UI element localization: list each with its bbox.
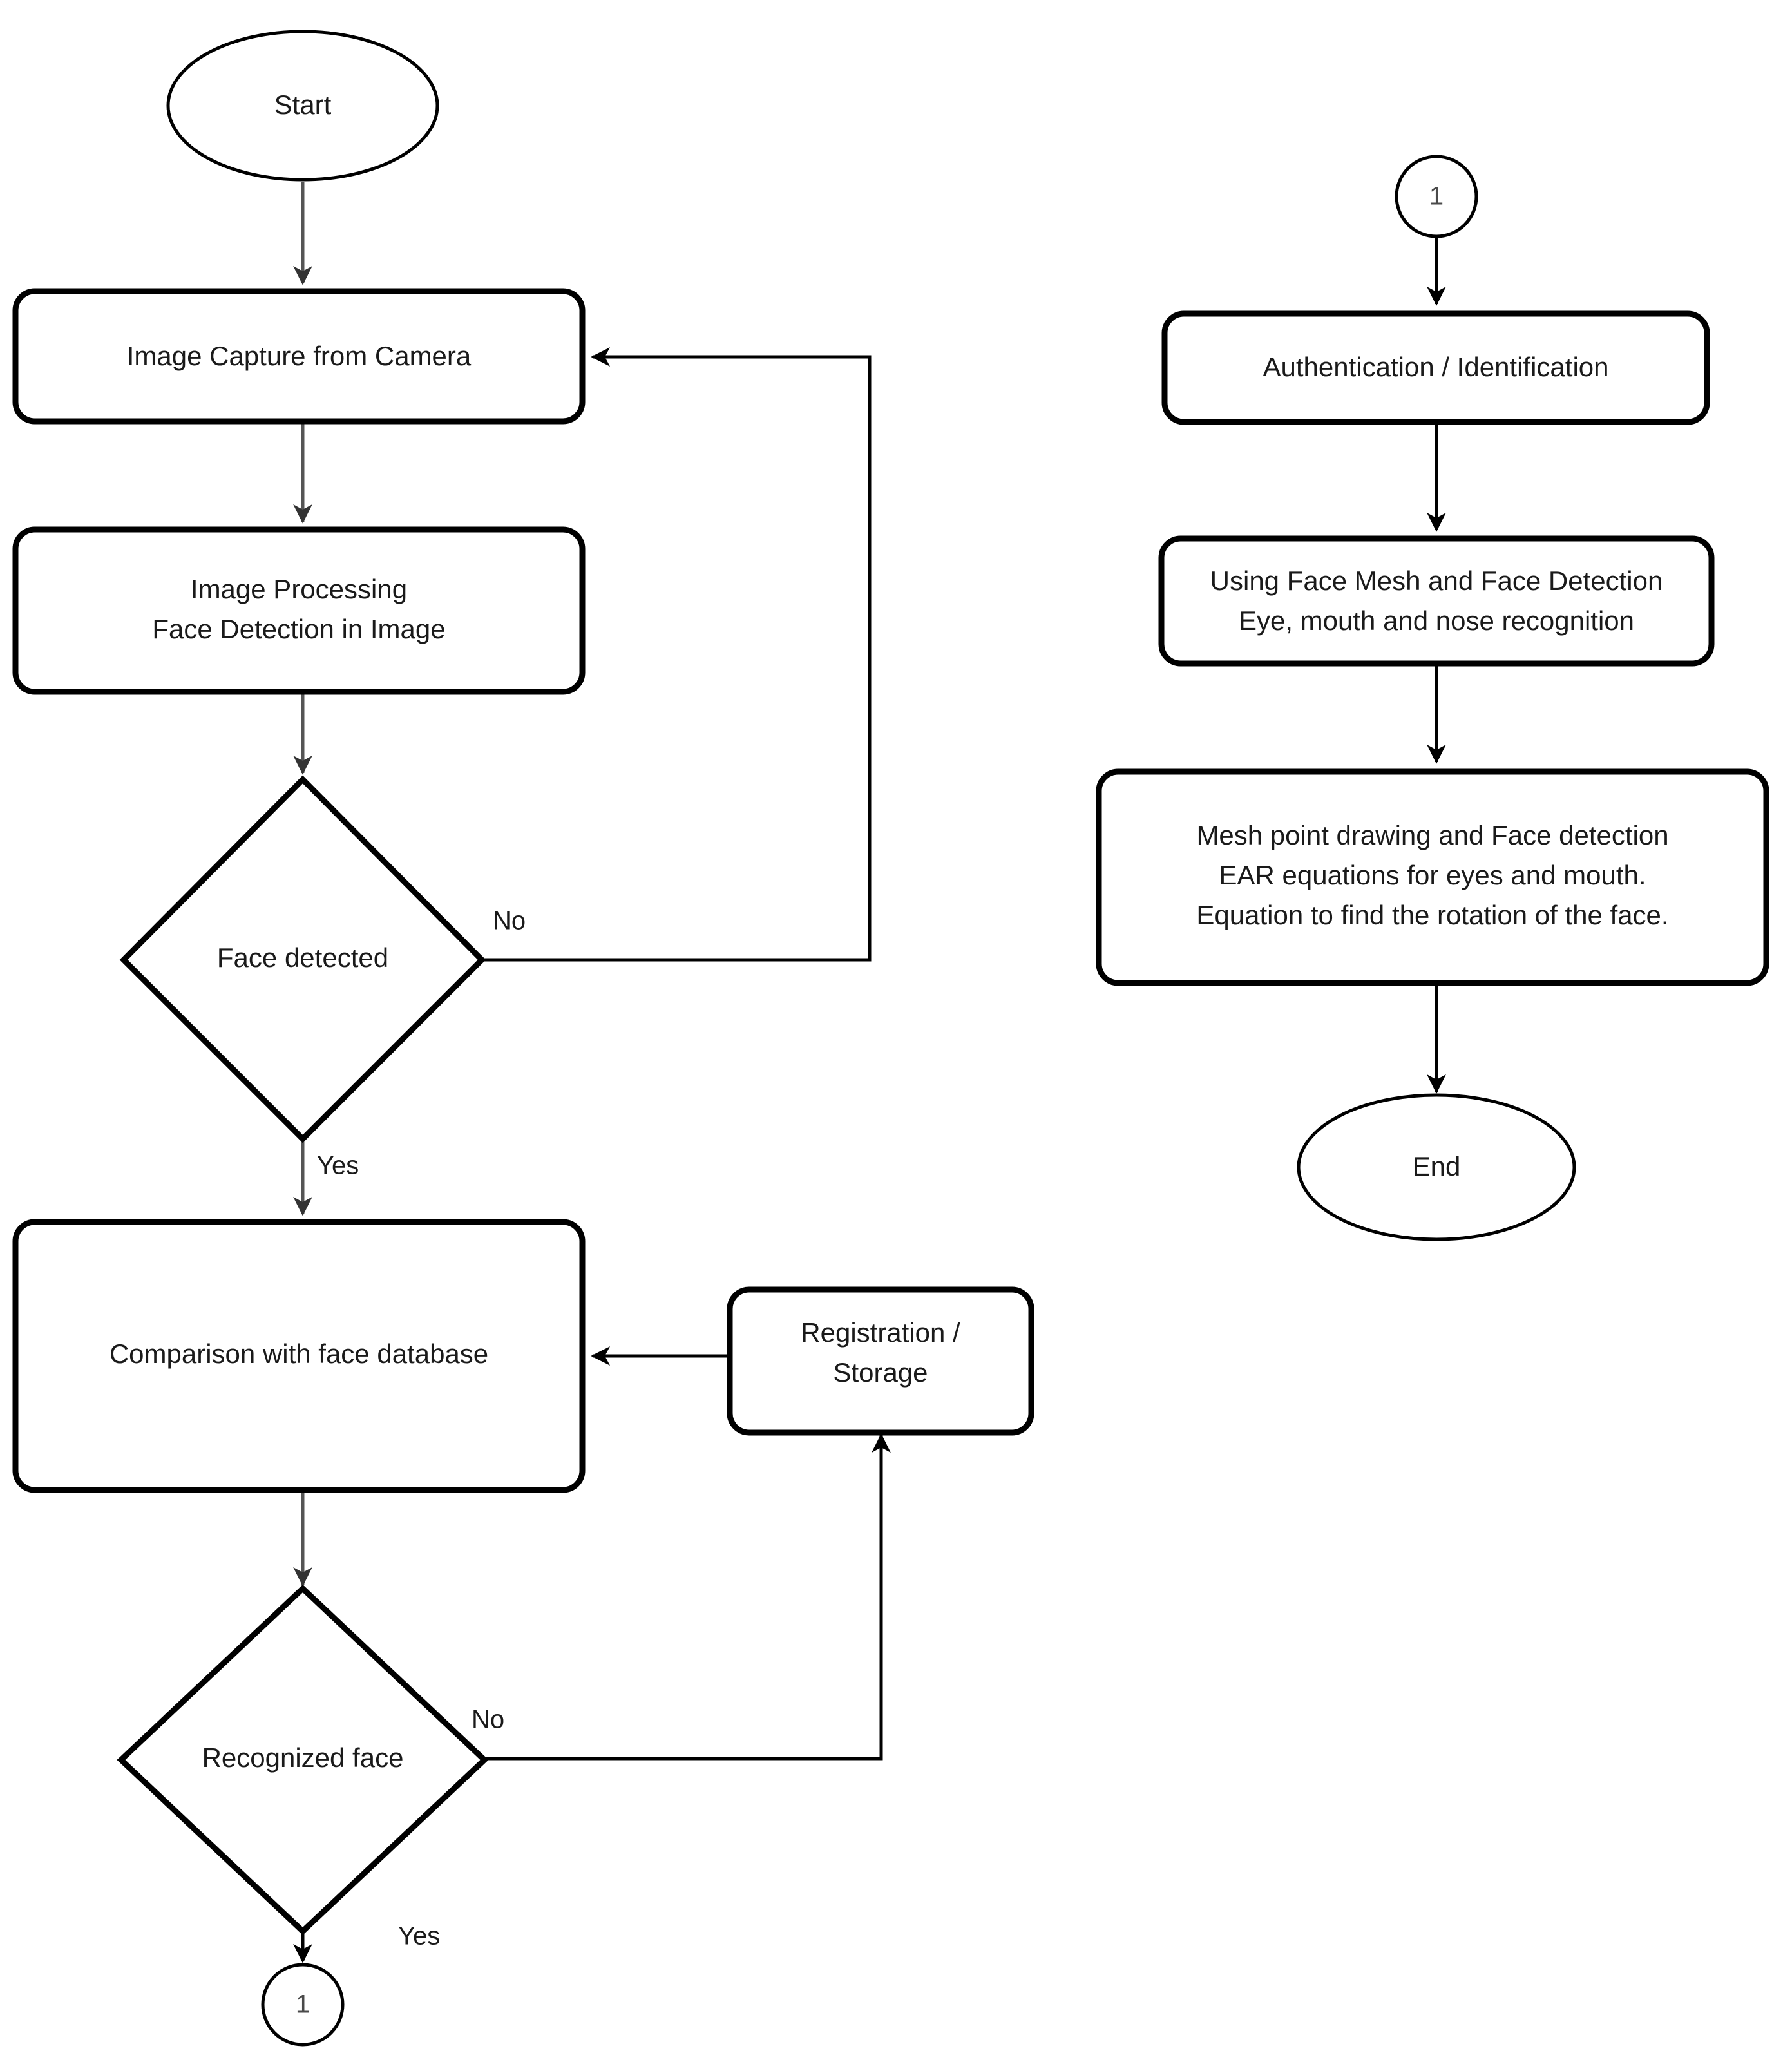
face-mesh-rect-shape [1158, 535, 1715, 667]
face-detected-label: Face detected [217, 942, 388, 973]
registration-rect-shape [727, 1286, 1034, 1436]
image-capture-label: Image Capture from Camera [127, 341, 472, 371]
node-start[interactable]: Start [166, 30, 439, 182]
node-face-detected[interactable]: Face detected [119, 775, 486, 1143]
authentication-label: Authentication / Identification [1263, 352, 1608, 382]
node-image-processing[interactable]: Image Processing Face Detection in Image [12, 526, 586, 695]
registration-label-line1: Registration / [801, 1317, 960, 1348]
edge-label-face-detected-yes: Yes [317, 1152, 359, 1180]
node-connector-bottom[interactable]: 1 [261, 1963, 345, 2047]
authentication-rect-shape [1161, 310, 1710, 425]
image-capture-rect-shape [12, 288, 586, 425]
image-processing-label-line2: Face Detection in Image [152, 614, 445, 644]
node-connector-top[interactable]: 1 [1395, 155, 1478, 238]
edge-recognized-face-no-to-registration [483, 1433, 891, 1761]
start-ellipse-shape [166, 30, 439, 182]
mesh-points-label-line3: Equation to find the rotation of the fac… [1196, 900, 1668, 930]
mesh-points-rect-shape [1096, 768, 1769, 986]
comparison-label: Comparison with face database [110, 1339, 488, 1369]
node-end[interactable]: End [1297, 1093, 1576, 1241]
image-processing-label-line1: Image Processing [191, 574, 407, 604]
face-mesh-label-line1: Using Face Mesh and Face Detection [1210, 566, 1663, 596]
node-comparison[interactable]: Comparison with face database [12, 1219, 586, 1493]
edge-label-recognized-face-yes: Yes [398, 1922, 440, 1951]
registration-label-line2: Storage [833, 1357, 928, 1388]
face-detected-diamond-shape [119, 775, 486, 1143]
node-registration[interactable]: Registration / Storage [727, 1286, 1034, 1436]
node-mesh-points[interactable]: Mesh point drawing and Face detection EA… [1096, 768, 1769, 986]
comparison-rect-shape [12, 1219, 586, 1493]
node-authentication[interactable]: Authentication / Identification [1161, 310, 1710, 425]
connector-top-circle-shape [1395, 155, 1478, 238]
connector-top-label: 1 [1429, 182, 1444, 211]
node-face-mesh[interactable]: Using Face Mesh and Face Detection Eye, … [1158, 535, 1715, 667]
recognized-face-label: Recognized face [202, 1742, 404, 1773]
end-label: End [1413, 1151, 1461, 1181]
recognized-face-diamond-shape [117, 1584, 489, 1936]
mesh-points-label-line2: EAR equations for eyes and mouth. [1219, 860, 1646, 890]
image-processing-rect-shape [12, 526, 586, 695]
face-mesh-label-line2: Eye, mouth and nose recognition [1239, 606, 1634, 636]
edge-label-face-detected-no: No [493, 907, 526, 935]
end-ellipse-shape [1297, 1093, 1576, 1241]
mesh-points-label-line1: Mesh point drawing and Face detection [1196, 820, 1668, 850]
edge-face-detected-no-loopback [480, 347, 872, 962]
node-image-capture[interactable]: Image Capture from Camera [12, 288, 586, 425]
start-label: Start [274, 90, 332, 120]
connector-bottom-label: 1 [296, 1990, 310, 2019]
connector-bottom-circle-shape [261, 1963, 345, 2047]
edge-label-recognized-face-no: No [472, 1706, 504, 1734]
node-recognized-face[interactable]: Recognized face [117, 1584, 489, 1936]
